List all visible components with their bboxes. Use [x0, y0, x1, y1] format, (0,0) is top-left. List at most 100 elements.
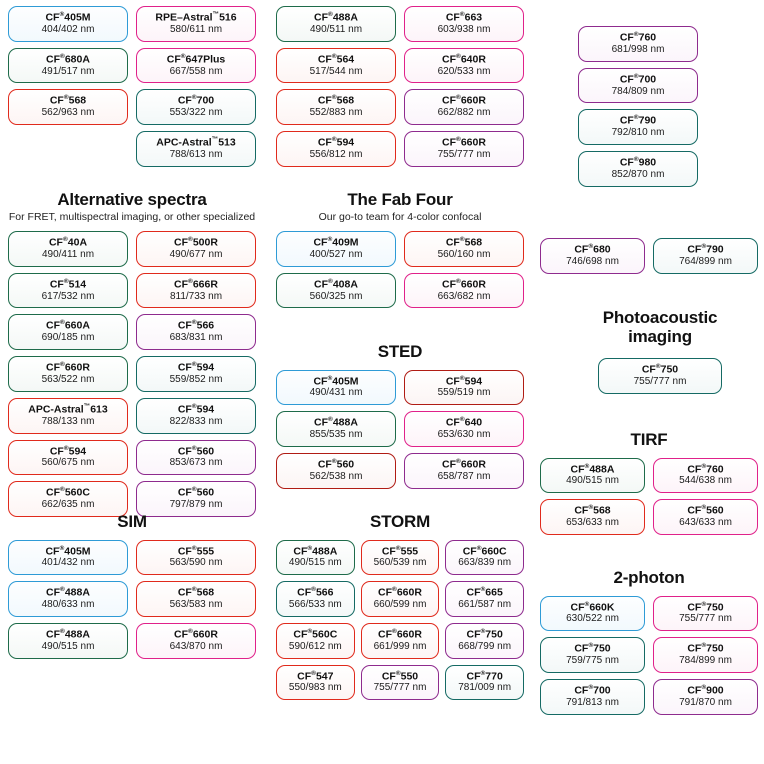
dye-spectra: 781/009 nm	[458, 682, 512, 694]
trademark-mark: ®	[459, 416, 465, 424]
dye-spectra: 755/777 nm	[633, 375, 687, 387]
dye-spectra: 490/515 nm	[566, 475, 619, 487]
trademark-mark: ®	[331, 457, 337, 465]
dye-name: CF®750	[641, 363, 679, 376]
trademark-mark: ®	[459, 374, 465, 382]
trademark-mark: ®	[331, 52, 337, 60]
dye-spectra: 544/638 nm	[679, 475, 732, 487]
dye-name: CF®750	[687, 642, 724, 655]
trademark-mark: ®	[456, 277, 461, 285]
trademark-mark: ®	[188, 627, 193, 635]
trademark-mark: ®	[459, 11, 465, 18]
dye-spectra: 792/810 nm	[611, 127, 665, 139]
dye-name: CF®560	[177, 444, 215, 458]
dye-spectra: 643/633 nm	[679, 517, 732, 529]
dye-spectra: 643/870 nm	[169, 640, 223, 652]
dye-name: CF®660R	[442, 94, 486, 107]
dye-name: APC-Astral™613	[28, 402, 108, 416]
trademark-mark: ®	[60, 586, 65, 594]
trademark-mark: ®	[60, 627, 65, 635]
dye-spectra: 490/431 nm	[309, 387, 363, 399]
dye-name: CF®665	[466, 586, 503, 599]
